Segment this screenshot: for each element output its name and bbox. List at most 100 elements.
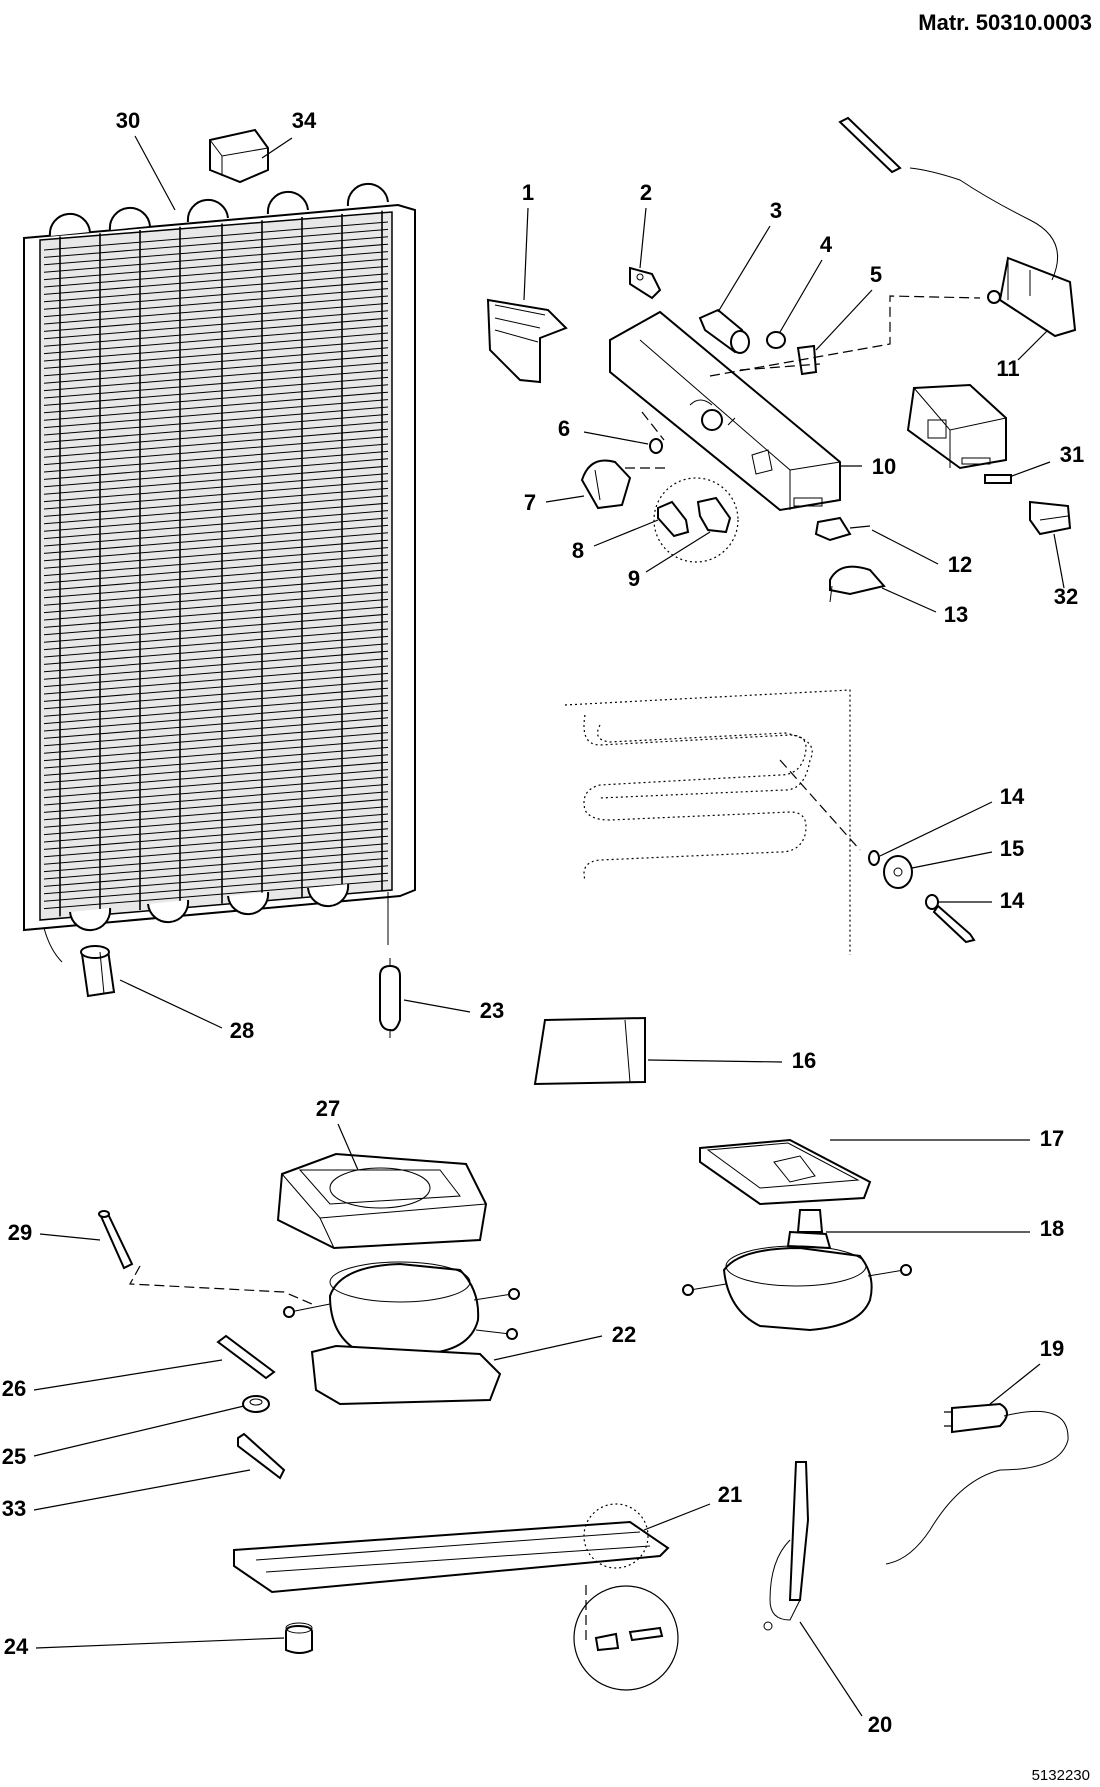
power-cord-part-19 <box>885 1402 1069 1565</box>
bracket-part-33 <box>237 1432 286 1480</box>
bulb-part-4 <box>766 331 786 349</box>
callout-c8: 8 <box>572 538 584 563</box>
leader-line-c24 <box>35 1637 285 1649</box>
leader-line-c23 <box>403 999 471 1013</box>
leader-line-c33 <box>33 1469 251 1511</box>
callout-c29: 29 <box>8 1220 32 1245</box>
cover-part-34 <box>209 128 269 184</box>
callout-c25: 25 <box>2 1444 26 1469</box>
callout-c34: 34 <box>292 108 317 133</box>
leader-line-c1 <box>523 207 529 301</box>
filter-drier-part-23 <box>379 958 401 1038</box>
base-plate-part-21 <box>233 1503 679 1691</box>
leader-line-c16 <box>647 1059 783 1063</box>
callout-c33: 33 <box>2 1496 26 1521</box>
leader-line-c9 <box>645 531 711 573</box>
condenser-part-30 <box>23 182 416 963</box>
lamp-cover <box>906 383 1007 470</box>
wire-harness-part-20 <box>763 1461 810 1631</box>
leader-line-c3 <box>717 225 771 313</box>
leader-line-c21 <box>643 1503 711 1531</box>
evaporator-outline <box>564 689 851 955</box>
leader-line-c5 <box>815 289 873 351</box>
callout-c17: 17 <box>1040 1126 1064 1151</box>
knob-part-7 <box>580 459 632 510</box>
leader-line-c30 <box>134 135 176 211</box>
fuse-part-31 <box>984 474 1012 484</box>
callout-c16: 16 <box>792 1048 816 1073</box>
callout-c19: 19 <box>1040 1336 1064 1361</box>
leader-line-c26 <box>33 1359 223 1391</box>
leader-line-c32 <box>1053 533 1065 589</box>
leader-line-c4 <box>779 259 823 333</box>
leader-line-c34 <box>261 137 293 159</box>
guide-lines <box>129 295 981 1305</box>
leader-line-c7 <box>545 495 585 503</box>
callout-c3: 3 <box>770 198 782 223</box>
callout-c9: 9 <box>628 566 640 591</box>
callout-c18: 18 <box>1040 1216 1064 1241</box>
leader-line-c15 <box>911 851 993 869</box>
callout-c27: 27 <box>316 1096 340 1121</box>
grommet-part-28 <box>80 945 116 998</box>
leader-line-c29 <box>39 1233 101 1241</box>
knob-insert-group <box>653 477 739 563</box>
drawing-number: 5132230 <box>1032 1767 1090 1784</box>
thermostat-part-11 <box>838 116 1077 338</box>
foot-part-24 <box>285 1622 313 1654</box>
grommet-part-25 <box>242 1395 270 1413</box>
callout-c13: 13 <box>944 602 968 627</box>
callout-c6: 6 <box>558 416 570 441</box>
callout-c31: 31 <box>1060 442 1084 467</box>
clip-part-13 <box>829 565 886 603</box>
leader-line-c31 <box>1011 461 1051 477</box>
callout-c20: 20 <box>868 1712 892 1737</box>
callout-c10: 10 <box>872 454 896 479</box>
compressor-right <box>682 1245 912 1332</box>
screw-part-2 <box>629 266 662 300</box>
callout-c23: 23 <box>480 998 504 1023</box>
callout-c7: 7 <box>524 490 536 515</box>
leader-line-c25 <box>33 1405 245 1457</box>
callout-c28: 28 <box>230 1018 254 1043</box>
leader-line-c8 <box>593 519 659 547</box>
callout-c14a: 14 <box>1000 784 1025 809</box>
switch-part-12 <box>814 516 871 542</box>
callout-c4: 4 <box>820 232 833 257</box>
clip-part-26 <box>216 1334 276 1380</box>
leader-line-c2 <box>639 207 647 269</box>
callout-c14b: 14 <box>1000 888 1025 913</box>
callout-c21: 21 <box>718 1482 742 1507</box>
bolt-part-18 <box>786 1209 832 1250</box>
leader-line-c19 <box>989 1363 1041 1405</box>
lamp-holder-part-3 <box>698 308 750 354</box>
callout-c15: 15 <box>1000 836 1024 861</box>
compressor-part-22 <box>283 1261 520 1406</box>
spring-part-6 <box>649 438 663 454</box>
callout-c11: 11 <box>996 356 1019 381</box>
drip-tray-part-17 <box>699 1138 872 1206</box>
leader-line-c22 <box>493 1335 603 1361</box>
callout-c12: 12 <box>948 552 972 577</box>
callout-c1: 1 <box>522 180 534 205</box>
washer-part-14-a <box>868 850 880 866</box>
bracket-part-1 <box>486 298 568 384</box>
thermostat-housing-part-10 <box>609 310 841 512</box>
leader-line-c13 <box>881 587 937 613</box>
leader-line-c20 <box>799 1621 863 1717</box>
callout-c5: 5 <box>870 262 882 287</box>
callout-c22: 22 <box>612 1322 636 1347</box>
switch-part-32 <box>1029 500 1072 536</box>
leader-line-c6 <box>583 431 649 445</box>
callout-c26: 26 <box>2 1376 26 1401</box>
screw-part-14-b <box>925 894 976 944</box>
leader-line-c11 <box>1017 329 1049 361</box>
callout-c32: 32 <box>1054 584 1078 609</box>
callout-c24: 24 <box>4 1634 29 1659</box>
callout-c30: 30 <box>116 108 140 133</box>
leader-line-c28 <box>119 979 223 1029</box>
compressor-cover-part-27 <box>276 1152 488 1250</box>
leader-line-c27 <box>337 1123 359 1171</box>
